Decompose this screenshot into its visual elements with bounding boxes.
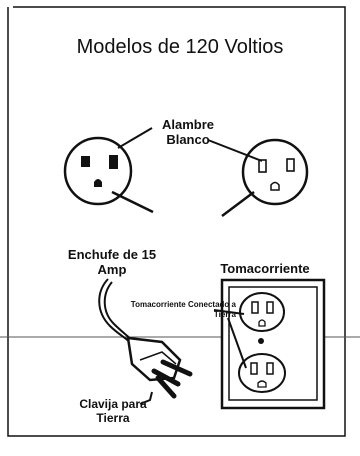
grounded-pointer-bottom [227, 317, 247, 369]
right-slot [109, 155, 118, 169]
plug-label: Enchufe de 15 Amp [67, 247, 157, 277]
prong-two [160, 359, 193, 377]
left-outlet-face [63, 136, 133, 206]
wire-pointer-left [117, 127, 153, 149]
ground-pin-pointer [139, 391, 153, 405]
page-title: Modelos de 120 Voltios [76, 36, 284, 58]
left-slot [81, 156, 90, 167]
plug-illustration [98, 278, 193, 399]
grounded-pointer-top [213, 309, 245, 315]
wire-pointer-right [207, 139, 263, 162]
ground-pin-label: Clavija para Tierra [79, 397, 147, 425]
plug-body [126, 336, 182, 382]
prong-one [151, 368, 181, 387]
grounded-receptacle-label: Tomacorriente Conectado a Tierra [130, 300, 236, 319]
pointer-right-lower [221, 191, 255, 217]
cord [98, 278, 133, 345]
receptacle-plate [220, 278, 326, 410]
white-wire-label: Alambre Blanco [161, 117, 215, 147]
page-border [7, 6, 346, 437]
ground-hole [94, 179, 102, 187]
ground-pin [155, 375, 177, 399]
receptacle-label: Tomacorriente [220, 261, 310, 276]
pointer-left-lower [111, 190, 154, 214]
right-outlet-face [241, 138, 309, 206]
